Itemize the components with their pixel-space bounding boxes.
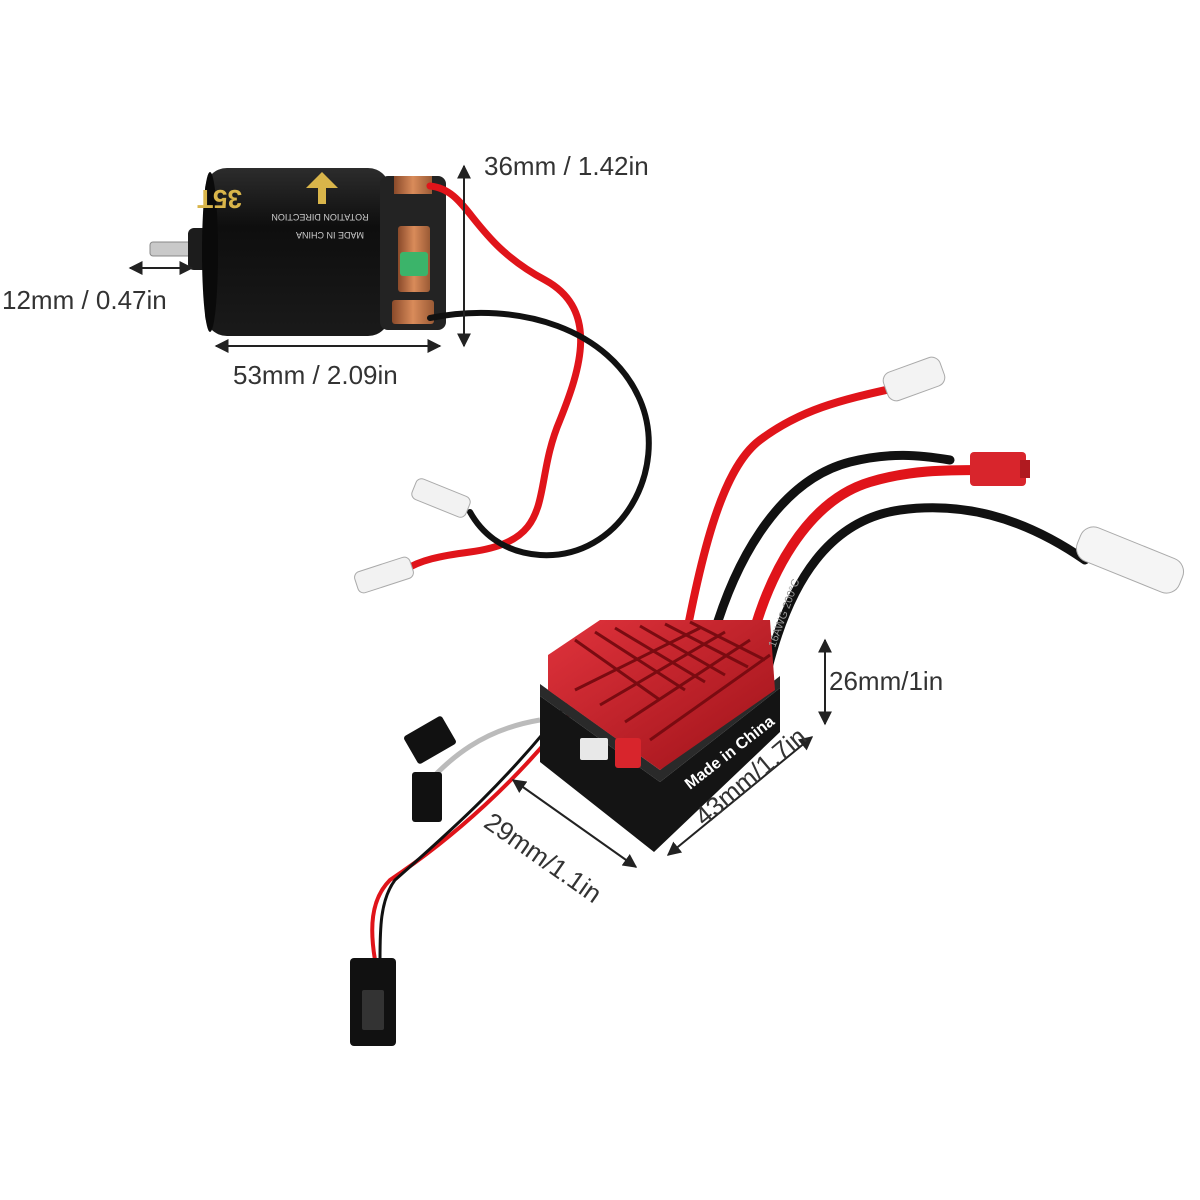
t-plug-connector bbox=[970, 452, 1026, 486]
motor-wire-black bbox=[427, 309, 652, 559]
dimension-arrows bbox=[128, 164, 832, 868]
dimension-esc-height: 26mm/1in bbox=[829, 666, 944, 696]
motor-can bbox=[205, 168, 390, 336]
motor-label-direction: ROTATION DIRECTION bbox=[271, 212, 368, 222]
heatsink-fins bbox=[574, 620, 771, 742]
arrow-esc-width bbox=[511, 779, 638, 868]
motor-label-origin: MADE IN CHINA bbox=[296, 230, 364, 240]
esc-switch-jumper bbox=[615, 738, 641, 768]
esc-wire-black-1 bbox=[700, 450, 955, 673]
dimension-motor-length: 53mm / 2.09in bbox=[233, 360, 398, 390]
brushed-motor bbox=[149, 168, 446, 336]
motor-wire-red bbox=[401, 182, 585, 574]
esc-wire-black-2 bbox=[763, 503, 1090, 673]
esc-wire-red-2 bbox=[740, 465, 990, 673]
bullet-connector-white-2 bbox=[1075, 526, 1185, 594]
motor-label-turns: 35T bbox=[197, 184, 242, 214]
esc-heatsink bbox=[548, 620, 775, 770]
dimension-motor-shaft: 12mm / 0.47in bbox=[2, 285, 167, 315]
servo-connector bbox=[404, 716, 456, 764]
esc-wire-red-1 bbox=[676, 384, 899, 672]
rotation-arrow-icon bbox=[306, 172, 338, 204]
motor-bullet-connector bbox=[354, 478, 471, 594]
capacitor-icon bbox=[400, 252, 428, 276]
power-connectors bbox=[882, 356, 1185, 594]
dimension-motor-height: 36mm / 1.42in bbox=[484, 151, 649, 181]
arrow-esc-length bbox=[666, 736, 814, 856]
bullet-connector-white bbox=[882, 356, 946, 402]
